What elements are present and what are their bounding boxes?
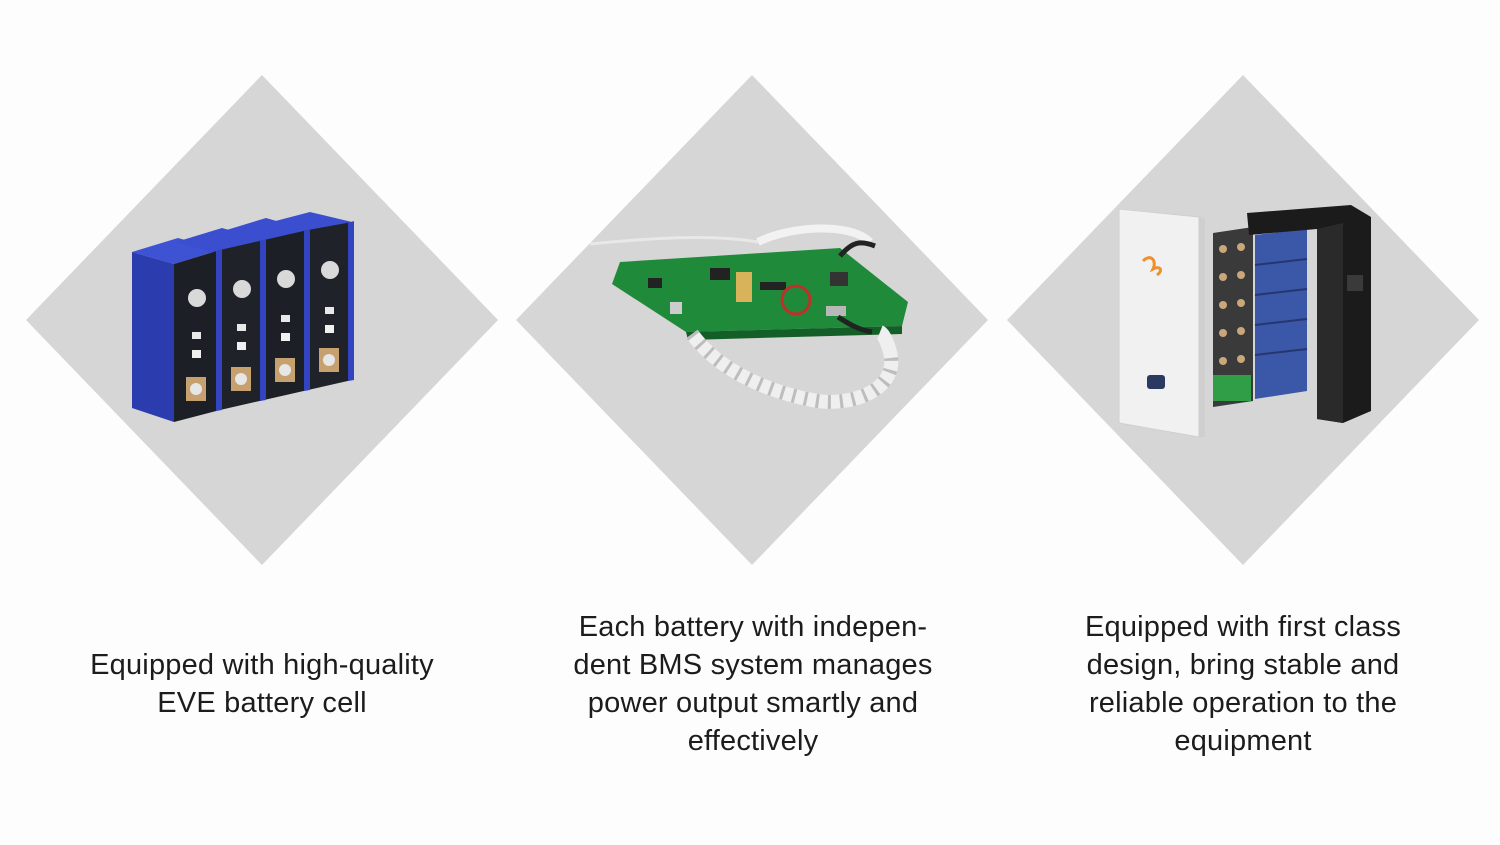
feature-2-caption-line: dent BMS system manages (573, 649, 933, 681)
feature-1-caption-line: EVE battery cell (157, 687, 367, 719)
feature-2-caption-line: power output smartly and (587, 687, 919, 719)
feature-3-caption-line: Equipped with first class (1084, 611, 1402, 643)
battery-cells-icon (132, 212, 354, 422)
feature-3-caption-line: equipment (1174, 725, 1312, 757)
feature-3-caption-line: design, bring stable and (1086, 649, 1400, 681)
feature-1-caption-line: Equipped with high-quality (90, 649, 434, 681)
feature-2-caption-line: Each battery with indepen- (578, 611, 928, 643)
bms-circuit-board-icon (590, 224, 908, 409)
feature-2-caption: Each battery with indepen- dent BMS syst… (503, 608, 1003, 760)
feature-1-caption: Equipped with high-quality EVE battery c… (12, 646, 512, 722)
feature-2-caption-line: effectively (687, 725, 819, 757)
wall-battery-pack-icon (1118, 205, 1371, 438)
feature-3-caption-line: reliable operation to the (1088, 687, 1398, 719)
feature-3-caption: Equipped with first class design, bring … (993, 608, 1493, 760)
